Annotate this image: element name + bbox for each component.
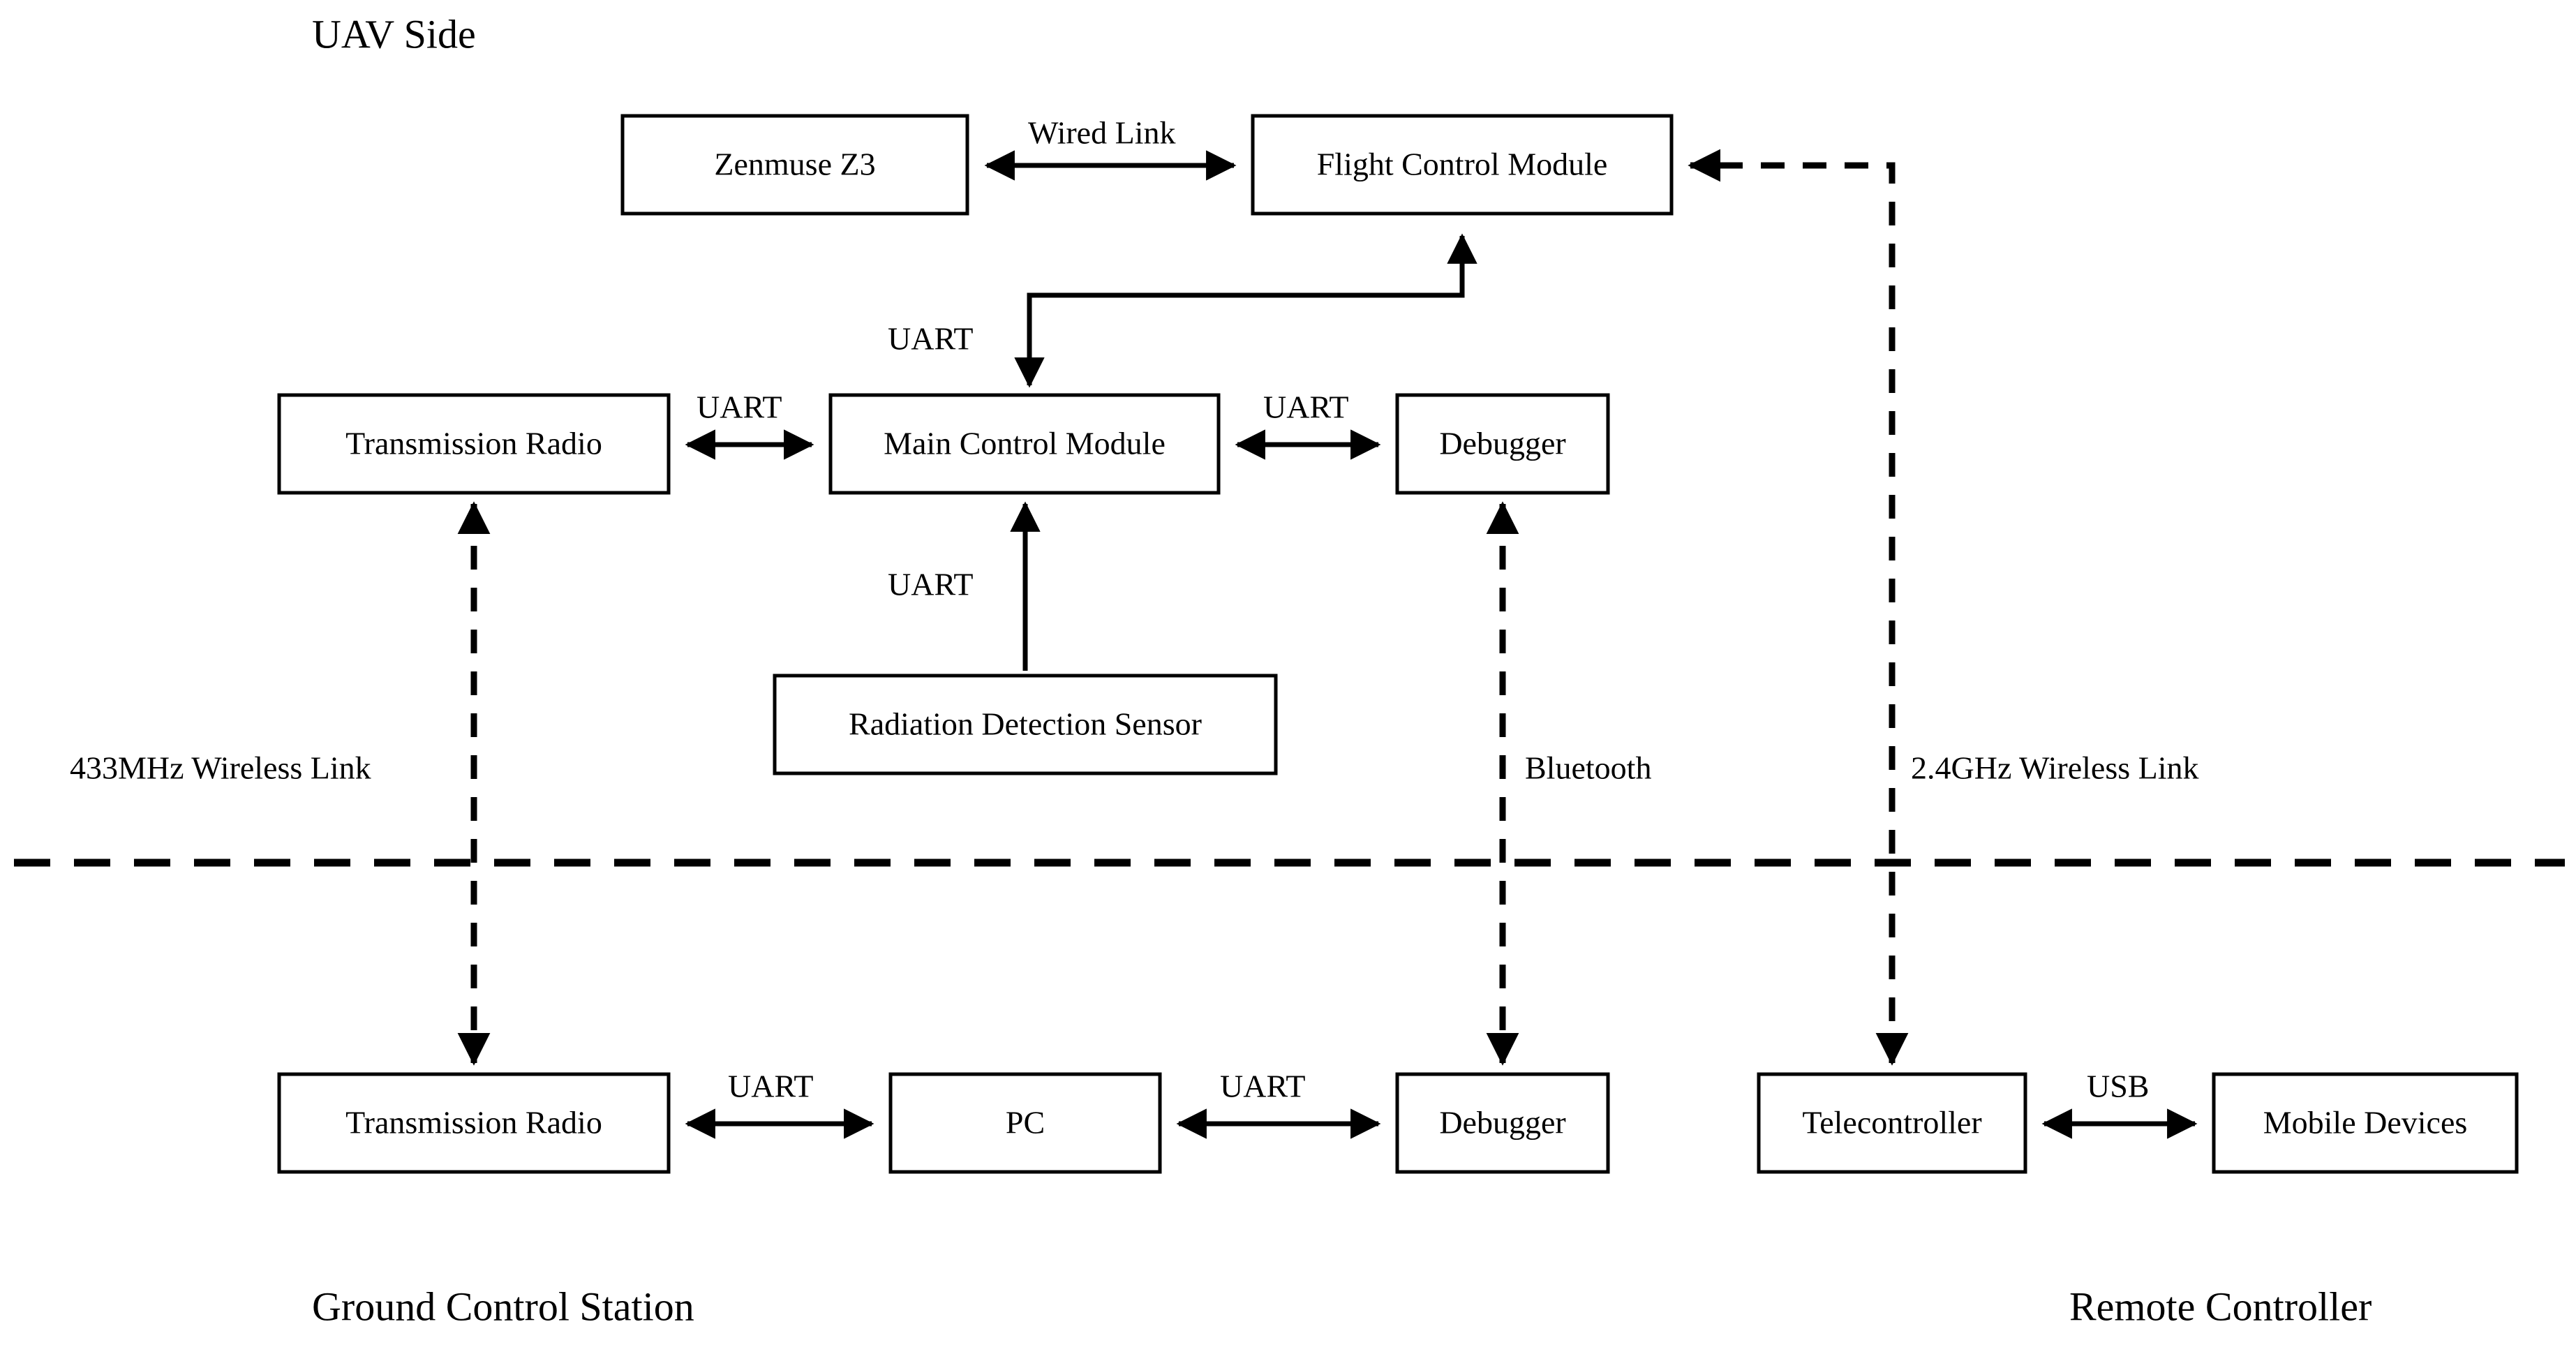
edge-label-uart-flight-control-main-control: UART bbox=[888, 321, 973, 357]
edge-label-uart-pc-debugger: UART bbox=[1220, 1069, 1305, 1104]
node-main-control-module-label: Main Control Module bbox=[884, 426, 1166, 461]
node-transmission-radio-gcs-label: Transmission Radio bbox=[345, 1105, 602, 1140]
node-debugger-uav-label: Debugger bbox=[1439, 426, 1565, 461]
node-debugger-gcs-label: Debugger bbox=[1439, 1105, 1565, 1140]
edge-label-24ghz-wireless-link: 2.4GHz Wireless Link bbox=[1911, 750, 2199, 786]
node-transmission-radio-uav[interactable] bbox=[277, 393, 671, 495]
node-flight-control-module-label: Flight Control Module bbox=[1317, 147, 1608, 182]
node-mobile-devices-label: Mobile Devices bbox=[2263, 1105, 2468, 1140]
node-telecontroller[interactable] bbox=[1757, 1072, 2027, 1174]
node-telecontroller-label: Telecontroller bbox=[1802, 1105, 1981, 1140]
edge-label-uart-radio-main-control: UART bbox=[697, 389, 782, 425]
title-ground-control-station: Ground Control Station bbox=[312, 1284, 694, 1329]
edge-label-uart-sensor-main-control: UART bbox=[888, 567, 973, 602]
edge-label-uart-radio-pc: UART bbox=[728, 1069, 813, 1104]
node-zenmuse-z3-label: Zenmuse Z3 bbox=[714, 147, 875, 182]
node-radiation-detection-sensor-label: Radiation Detection Sensor bbox=[849, 706, 1202, 742]
node-debugger-uav[interactable] bbox=[1395, 393, 1610, 495]
edge-label-usb: USB bbox=[2087, 1069, 2149, 1104]
title-uav-side: UAV Side bbox=[312, 11, 476, 57]
node-main-control-module[interactable] bbox=[828, 393, 1221, 495]
edge-label-wired-link: Wired Link bbox=[1028, 115, 1175, 151]
node-debugger-gcs[interactable] bbox=[1395, 1072, 1610, 1174]
node-radiation-detection-sensor[interactable] bbox=[773, 674, 1278, 775]
node-mobile-devices[interactable] bbox=[2212, 1072, 2519, 1174]
node-transmission-radio-gcs[interactable] bbox=[277, 1072, 671, 1174]
edge-label-433mhz-wireless-link: 433MHz Wireless Link bbox=[70, 750, 371, 786]
node-zenmuse-z3[interactable] bbox=[620, 114, 969, 216]
node-transmission-radio-uav-label: Transmission Radio bbox=[345, 426, 602, 461]
edge-uart-flight-control-main-control bbox=[1014, 233, 1477, 388]
edge-24ghz-wireless-link bbox=[1688, 149, 1909, 1066]
node-pc[interactable] bbox=[888, 1072, 1162, 1174]
title-remote-controller: Remote Controller bbox=[2069, 1284, 2372, 1329]
edge-label-uart-main-control-debugger: UART bbox=[1263, 389, 1348, 425]
node-flight-control-module[interactable] bbox=[1251, 114, 1674, 216]
edge-label-bluetooth: Bluetooth bbox=[1525, 750, 1651, 786]
node-pc-label: PC bbox=[1006, 1105, 1045, 1140]
